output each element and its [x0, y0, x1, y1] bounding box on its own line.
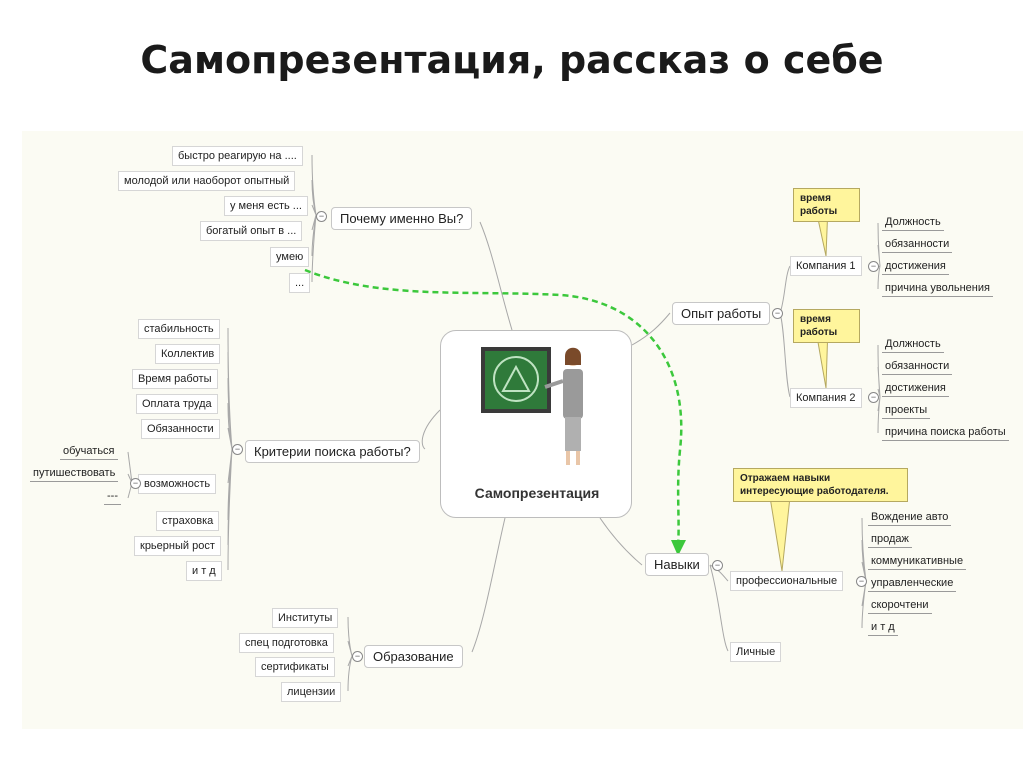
why-item-3[interactable]: у меня есть ... [224, 196, 308, 216]
callout-skills: Отражаем навыки интересующие работодател… [733, 468, 908, 502]
criteria-item-9[interactable]: и т д [186, 561, 222, 581]
why-item-2[interactable]: молодой или наоборот опытный [118, 171, 296, 191]
personal-node[interactable]: Личные [730, 642, 782, 662]
page-title: Самопрезентация, рассказ о себе [140, 38, 884, 82]
company2-item-1[interactable]: Должность [882, 336, 944, 353]
company2-item-3[interactable]: достижения [882, 380, 949, 397]
company1-item-1[interactable]: Должность [882, 214, 944, 231]
criteria-item-3[interactable]: Время работы [132, 369, 218, 389]
company1-item-3[interactable]: достижения [882, 258, 949, 275]
callout-time-1: время работы [793, 188, 860, 222]
criteria-item-8[interactable]: крьерный рост [134, 536, 221, 556]
company-1-node[interactable]: Компания 1 [790, 256, 862, 276]
why-item-6[interactable]: ... [289, 273, 311, 293]
branch-education[interactable]: Образование [364, 645, 463, 668]
collapse-toggle-skills[interactable]: − [712, 560, 723, 571]
opportunity-item-1[interactable]: обучаться [60, 443, 118, 460]
education-item-3[interactable]: сертификаты [255, 657, 335, 677]
bracket-company2 [877, 344, 881, 434]
callout-skills-line-1: Отражаем навыки [740, 473, 831, 484]
collapse-toggle-company-2[interactable]: − [868, 392, 879, 403]
bracket-company1 [877, 222, 881, 290]
professional-item-1[interactable]: Вождение авто [868, 509, 952, 526]
collapse-toggle-education[interactable]: − [352, 651, 363, 662]
bracket-why [311, 154, 317, 283]
callout-skills-line-2: интересующие работодателя. [740, 486, 889, 497]
collapse-toggle-criteria[interactable]: − [232, 444, 243, 455]
company2-item-5[interactable]: причина поиска работы [882, 424, 1009, 441]
why-item-4[interactable]: богатый опыт в ... [200, 221, 303, 241]
callout-time-2: время работы [793, 309, 860, 343]
criteria-item-opportunity[interactable]: возможность [138, 474, 217, 494]
collapse-toggle-company-1[interactable]: − [868, 261, 879, 272]
bracket-criteria [227, 327, 233, 571]
link-center-why [479, 221, 513, 331]
professional-item-4[interactable]: управленческие [868, 575, 957, 592]
center-node[interactable]: Самопрезентация [440, 330, 632, 518]
collapse-toggle-professional[interactable]: − [856, 576, 867, 587]
education-item-4[interactable]: лицензии [281, 682, 342, 702]
bracket-professional [861, 517, 867, 629]
dashed-arrow [304, 268, 683, 547]
company1-item-2[interactable]: обязанности [882, 236, 953, 253]
criteria-item-7[interactable]: страховка [156, 511, 220, 531]
link-center-criteria [421, 409, 441, 450]
criteria-item-5[interactable]: Обязанности [141, 419, 220, 439]
criteria-item-1[interactable]: стабильность [138, 319, 220, 339]
company-2-node[interactable]: Компания 2 [790, 388, 862, 408]
link-center-skills [599, 517, 643, 566]
link-skills-sub [709, 564, 729, 652]
branch-why-you[interactable]: Почему именно Вы? [331, 207, 473, 230]
collapse-toggle-experience[interactable]: − [772, 308, 783, 319]
education-item-1[interactable]: Институты [272, 608, 339, 628]
why-item-1[interactable]: быстро реагирую на .... [172, 146, 303, 166]
link-center-education [471, 517, 506, 653]
dashed-arrow-head [671, 540, 686, 556]
why-item-5[interactable]: умею [270, 247, 310, 267]
professional-item-2[interactable]: продаж [868, 531, 912, 548]
link-exp-companies [779, 265, 791, 398]
opportunity-item-2[interactable]: путишествовать [30, 465, 119, 482]
bracket-education [347, 616, 353, 692]
company2-item-2[interactable]: обязанности [882, 358, 953, 375]
teacher-illustration [481, 347, 583, 465]
branch-criteria[interactable]: Критерии поиска работы? [245, 440, 420, 463]
criteria-item-2[interactable]: Коллектив [155, 344, 221, 364]
company1-item-4[interactable]: причина увольнения [882, 280, 993, 297]
professional-item-6[interactable]: и т д [868, 619, 898, 636]
criteria-item-4[interactable]: Оплата труда [136, 394, 218, 414]
education-item-2[interactable]: спец подготовка [239, 633, 334, 653]
opportunity-item-3[interactable]: --- [104, 488, 121, 505]
professional-item-3[interactable]: коммуникативные [868, 553, 967, 570]
branch-skills[interactable]: Навыки [645, 553, 709, 576]
branch-experience[interactable]: Опыт работы [672, 302, 771, 325]
collapse-toggle-opportunity[interactable]: − [130, 478, 141, 489]
collapse-toggle-why-you[interactable]: − [316, 211, 327, 222]
professional-node[interactable]: профессиональные [730, 571, 844, 591]
professional-item-5[interactable]: скорочтени [868, 597, 932, 614]
company2-item-4[interactable]: проекты [882, 402, 931, 419]
link-center-experience [631, 312, 671, 346]
bracket-opportunity [127, 451, 133, 499]
callout-pointer-3 [769, 496, 791, 572]
center-label: Самопрезентация [474, 485, 600, 501]
